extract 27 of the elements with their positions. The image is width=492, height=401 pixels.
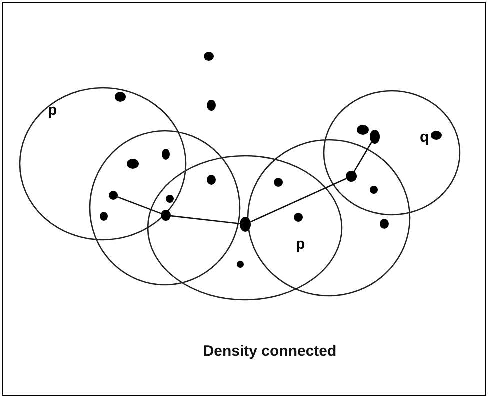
data-point — [206, 100, 216, 110]
data-point — [166, 195, 174, 203]
data-point — [109, 191, 118, 200]
data-point — [294, 212, 302, 222]
point-label: q — [420, 130, 430, 145]
data-point — [114, 92, 126, 102]
data-point — [161, 210, 171, 221]
data-point — [206, 175, 216, 185]
point-label: p — [296, 237, 306, 252]
data-point — [236, 260, 244, 268]
connecting-line — [117, 196, 162, 214]
caption: Density connected — [202, 343, 338, 360]
data-point — [380, 219, 388, 229]
data-point — [430, 130, 442, 140]
point-label: p — [48, 103, 58, 118]
connecting-line — [250, 178, 347, 223]
data-point — [370, 186, 378, 194]
data-point — [357, 125, 369, 135]
data-point — [274, 178, 282, 186]
data-point — [204, 52, 214, 60]
data-point — [346, 171, 357, 182]
connecting-line — [170, 215, 240, 225]
data-point — [370, 130, 380, 144]
data-point — [127, 159, 139, 169]
data-point — [162, 148, 170, 160]
data-point — [240, 217, 251, 232]
data-point — [100, 212, 108, 220]
